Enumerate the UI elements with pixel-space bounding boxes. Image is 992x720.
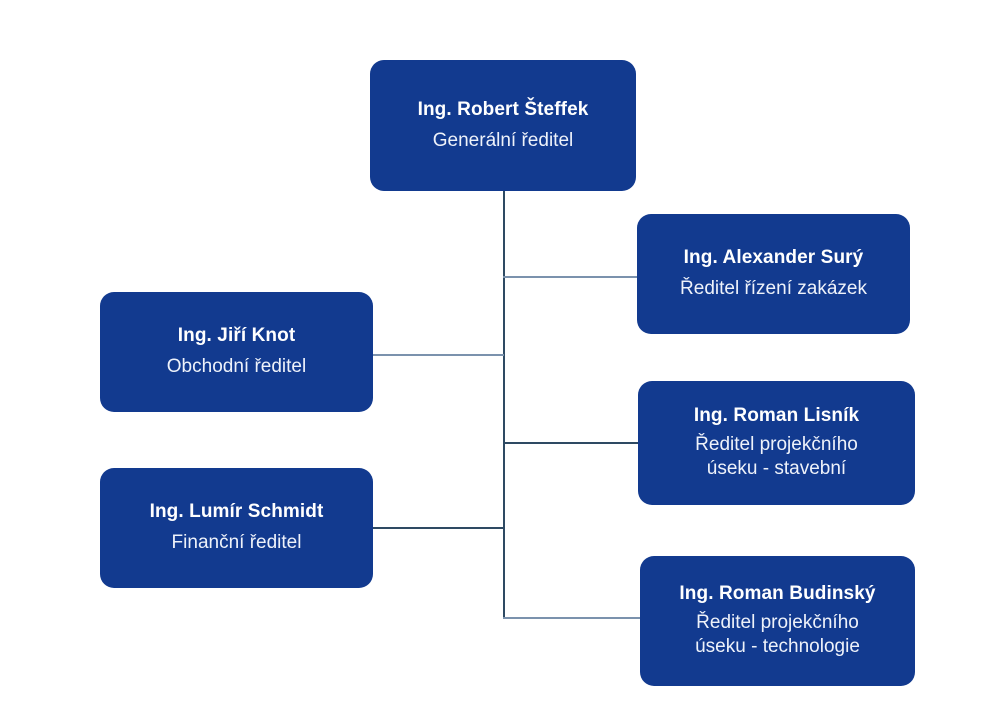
org-node-title: Ředitel řízení zakázek — [680, 278, 867, 300]
org-node-title: Obchodní ředitel — [166, 356, 307, 378]
org-node-title: Finanční ředitel — [171, 532, 302, 554]
org-node-knot[interactable]: Ing. Jiří Knot Obchodní ředitel — [100, 292, 373, 412]
org-node-budinsky[interactable]: Ing. Roman Budinský Ředitel projekčního … — [640, 556, 915, 686]
org-node-ceo[interactable]: Ing. Robert Šteffek Generální ředitel — [370, 60, 636, 191]
connector-to-lisnik — [503, 442, 639, 444]
connector-to-sury — [503, 276, 638, 278]
connector-to-schmidt — [373, 527, 504, 529]
org-node-schmidt[interactable]: Ing. Lumír Schmidt Finanční ředitel — [100, 468, 373, 588]
org-node-title: Generální ředitel — [432, 129, 574, 151]
connector-to-knot — [373, 354, 504, 356]
org-node-name: Ing. Lumír Schmidt — [149, 501, 324, 523]
org-node-title: Ředitel projekčního úseku - stavební — [695, 434, 858, 480]
org-node-sury[interactable]: Ing. Alexander Surý Ředitel řízení zakáz… — [637, 214, 910, 334]
org-node-name: Ing. Roman Budinský — [679, 583, 876, 605]
org-node-name: Ing. Alexander Surý — [683, 247, 864, 269]
org-node-name: Ing. Roman Lisník — [693, 405, 860, 427]
org-node-name: Ing. Jiří Knot — [177, 325, 296, 347]
org-node-lisnik[interactable]: Ing. Roman Lisník Ředitel projekčního ús… — [638, 381, 915, 505]
org-node-title: Ředitel projekčního úseku - technologie — [695, 612, 860, 658]
org-node-name: Ing. Robert Šteffek — [417, 98, 589, 120]
connector-trunk-vertical — [503, 191, 505, 619]
connector-to-budinsky — [503, 617, 641, 619]
